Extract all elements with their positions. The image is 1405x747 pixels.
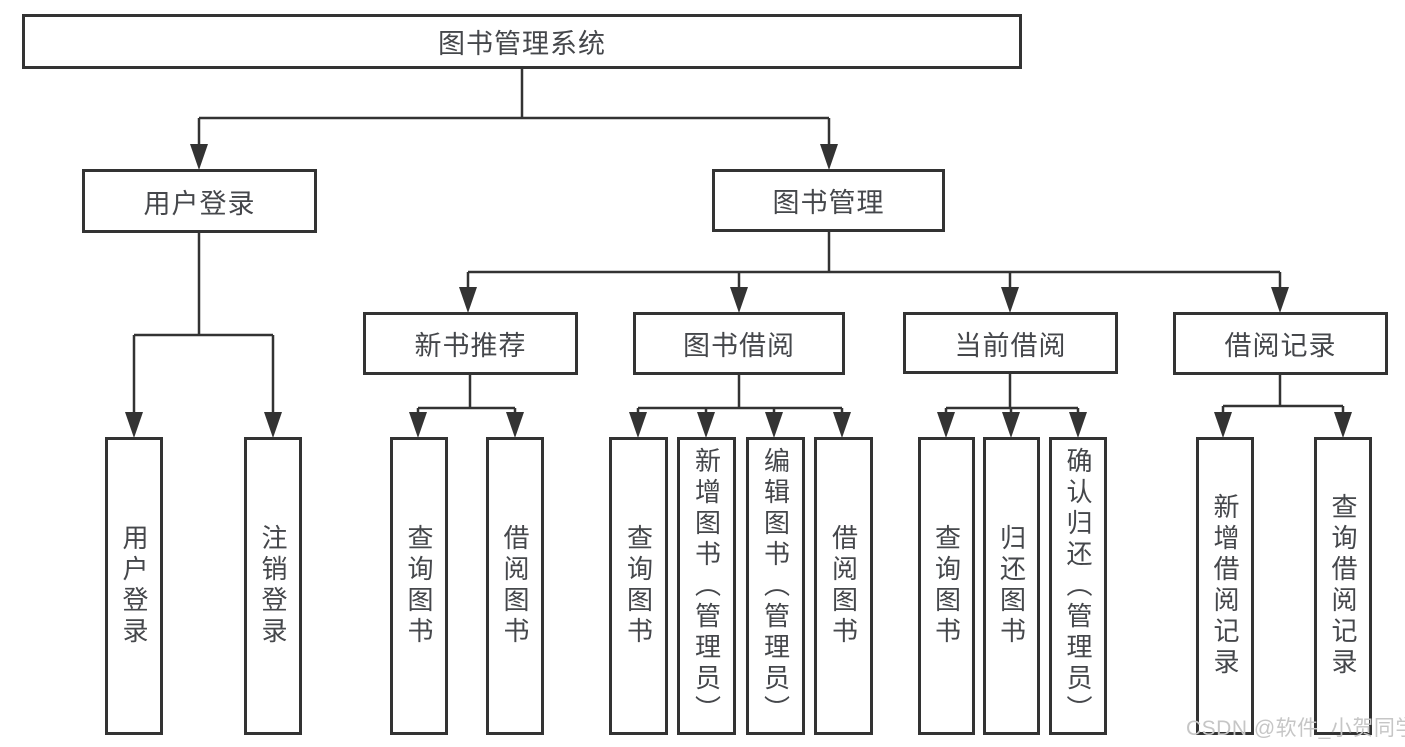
node-label: 确认归还（管理员） <box>1063 446 1093 726</box>
arrowhead <box>125 412 143 438</box>
arrowhead <box>730 287 748 313</box>
leaf-return-books: 归还图书 <box>983 437 1040 735</box>
node-label: 查询借阅记录 <box>1328 493 1358 679</box>
arrowhead <box>937 412 955 438</box>
node-label: 注销登录 <box>258 524 288 648</box>
arrowhead <box>1271 287 1289 313</box>
connector-current-borrowing-children <box>944 374 1080 413</box>
leaf-edit-books-admin: 编辑图书（管理员） <box>746 437 805 735</box>
node-label: 查询图书 <box>404 524 434 648</box>
arrowhead <box>1002 412 1020 438</box>
arrowhead <box>1001 287 1019 313</box>
arrowhead <box>459 287 477 313</box>
node-library-management-system: 图书管理系统 <box>22 14 1022 69</box>
leaf-query-books-current: 查询图书 <box>918 437 975 735</box>
arrowhead <box>190 144 208 170</box>
leaf-borrow-books-recommend: 借阅图书 <box>486 437 544 735</box>
node-label: 新增图书（管理员） <box>691 446 722 726</box>
leaf-query-borrow-record: 查询借阅记录 <box>1314 437 1372 735</box>
node-label: 借阅图书 <box>500 524 530 648</box>
node-borrowing-records: 借阅记录 <box>1173 312 1388 375</box>
arrowhead <box>1334 412 1352 438</box>
node-label: 查询图书 <box>931 524 962 648</box>
node-new-book-recommendation: 新书推荐 <box>363 312 578 375</box>
node-book-borrowing: 图书借阅 <box>633 312 845 375</box>
leaf-borrow-books: 借阅图书 <box>814 437 873 735</box>
node-label: 用户登录 <box>143 188 256 219</box>
node-label: 新书推荐 <box>414 331 527 361</box>
node-user-login: 用户登录 <box>82 169 317 233</box>
node-label: 用户登录 <box>119 524 149 648</box>
connector-book-management-children <box>466 232 1282 288</box>
connector-new-book-children <box>416 375 517 413</box>
leaf-add-borrow-record: 新增借阅记录 <box>1196 437 1254 735</box>
arrowhead <box>1069 412 1087 438</box>
leaf-user-login: 用户登录 <box>105 437 163 735</box>
leaf-query-books-borrowing: 查询图书 <box>609 437 668 735</box>
node-book-management: 图书管理 <box>712 169 945 232</box>
node-label: 归还图书 <box>996 524 1027 648</box>
connector-book-borrowing-children <box>636 375 844 413</box>
arrowhead <box>1214 412 1232 438</box>
leaf-add-books-admin: 新增图书（管理员） <box>677 437 736 735</box>
arrowhead <box>697 412 715 438</box>
node-current-borrowing: 当前借阅 <box>903 312 1118 374</box>
node-label: 图书借阅 <box>683 331 795 361</box>
node-label: 图书管理系统 <box>438 29 606 59</box>
arrowhead <box>765 412 783 438</box>
arrowhead <box>409 412 427 438</box>
node-label: 借阅记录 <box>1224 331 1337 361</box>
connector-root-to-level2 <box>197 69 831 145</box>
arrowhead <box>833 412 851 438</box>
arrowhead <box>506 412 524 438</box>
node-label: 当前借阅 <box>954 330 1067 361</box>
arrowhead <box>820 144 838 170</box>
node-label: 图书管理 <box>772 188 885 218</box>
leaf-query-books-recommend: 查询图书 <box>390 437 448 735</box>
connector-borrowing-records-children <box>1221 375 1345 413</box>
watermark: CSDN @软件_小贺同学 <box>1186 717 1405 740</box>
arrowhead <box>629 412 647 438</box>
node-label: 新增借阅记录 <box>1210 493 1240 679</box>
leaf-confirm-return-admin: 确认归还（管理员） <box>1049 437 1107 735</box>
arrowhead <box>264 412 282 438</box>
leaf-logout: 注销登录 <box>244 437 302 735</box>
node-label: 编辑图书（管理员） <box>760 446 791 726</box>
node-label: 借阅图书 <box>828 524 859 648</box>
connector-user-login-children <box>132 233 275 413</box>
node-label: 查询图书 <box>623 524 654 648</box>
